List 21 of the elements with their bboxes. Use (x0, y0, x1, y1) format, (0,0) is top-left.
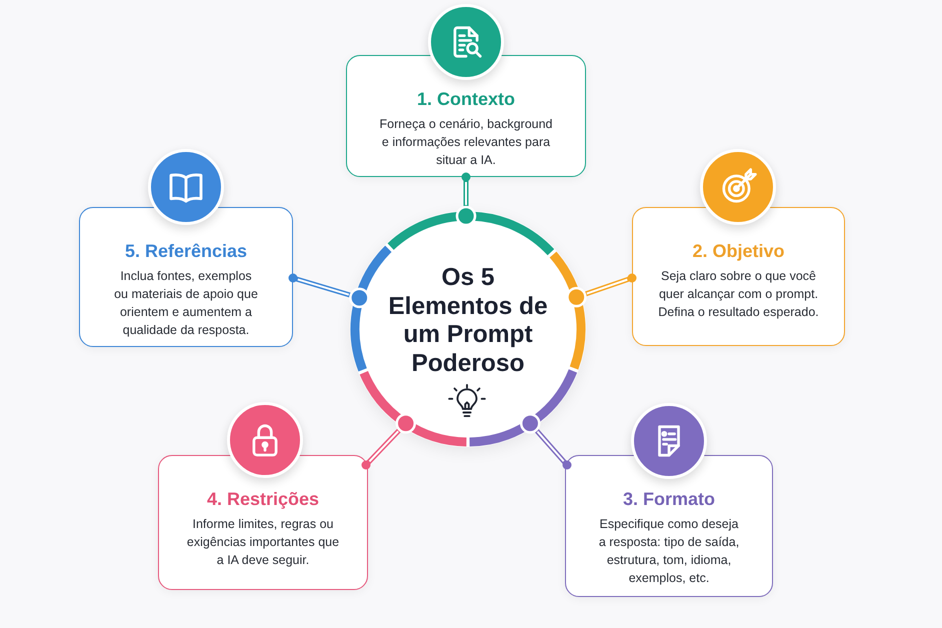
card-title: 3. Formato (622, 489, 715, 510)
connector-line (362, 413, 416, 470)
connector-line (520, 413, 572, 470)
card-title: 5. Referências (124, 241, 248, 262)
card-description: Inclua fontes, exemplos ou materiais de apoio que orientem e aumentem a qualidade da resposta. (113, 268, 259, 339)
card-description: Informe limites, regras ou exigências importantes que a IA deve seguir. (186, 516, 340, 569)
card-title: 2. Objetivo (692, 241, 785, 262)
card-description: Especifique como deseja a resposta: tipo de saída, estrutura, tom, idioma, exemplos, etc. (598, 516, 740, 587)
info-card (632, 207, 845, 346)
card-title: 4. Restrições (206, 489, 320, 510)
info-card (79, 207, 293, 347)
connector-line (288, 274, 370, 308)
info-card (565, 455, 773, 597)
card-title: 1. Contexto (416, 89, 515, 110)
card-description: Seja claro sobre o que você quer alcançar com o prompt. Defina o resultado esperado. (657, 268, 820, 321)
connector-line (456, 172, 476, 226)
connector-line (566, 274, 636, 308)
card-description: Forneça o cenário, background e informações relevantes para situar a IA. (378, 116, 554, 169)
circle-title: Os 5 Elementos de um Prompt Poderoso (387, 264, 549, 378)
info-card (158, 455, 368, 590)
info-card (346, 55, 586, 177)
